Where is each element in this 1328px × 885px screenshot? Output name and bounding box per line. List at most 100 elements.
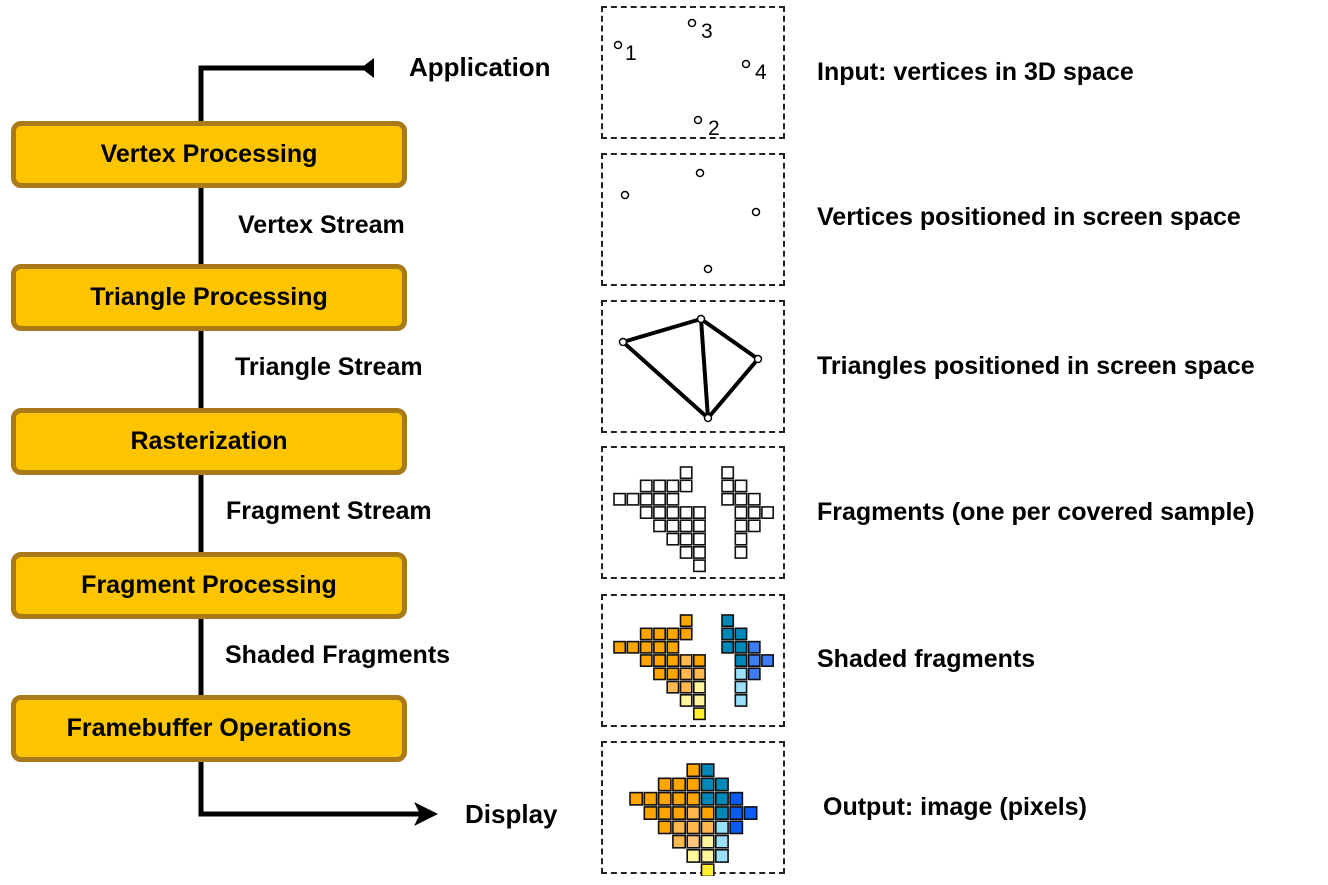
pixel-cell (657, 791, 672, 806)
fragment-cell (693, 546, 706, 559)
fragment-cell (666, 640, 680, 654)
fragment-cell (734, 627, 748, 641)
panel-shaded-fragments (601, 594, 785, 727)
fragment-cell (761, 654, 774, 668)
fragment-cell (721, 479, 735, 493)
fragment-cell (747, 506, 761, 520)
fragment-cell (679, 532, 693, 546)
fragment-cell (666, 532, 680, 546)
pixel-cell (729, 791, 744, 806)
vertex-point (618, 337, 628, 347)
pixel-cell (643, 806, 658, 821)
vertex-point (693, 115, 703, 125)
fragment-cell (721, 492, 735, 506)
pixel-cell (686, 806, 701, 821)
application-label: Application (409, 52, 551, 82)
pixel-cell (700, 806, 715, 821)
fragment-cell (734, 667, 748, 681)
pixel-cell (715, 820, 729, 835)
fragment-cell (693, 694, 706, 707)
pixel-cell (686, 777, 701, 792)
fragment-cell (693, 654, 706, 668)
pixel-cell (700, 791, 715, 806)
pixel-cell (686, 834, 701, 849)
fragment-cell (734, 492, 748, 506)
fragment-cell (734, 694, 748, 707)
fragments-description: Fragments (one per covered sample) (817, 498, 1255, 526)
fragment-cell (734, 479, 748, 493)
fragment-cell (747, 519, 761, 533)
fragment-cell (666, 667, 680, 681)
fragment-cell (721, 640, 735, 654)
panel-output-image (601, 741, 785, 876)
pixel-cell (672, 820, 687, 835)
fragment-cell (679, 546, 693, 559)
fragment-cell (653, 492, 667, 506)
fragment-cell (639, 479, 653, 493)
pixel-cell (700, 820, 715, 835)
pixel-cell (686, 763, 701, 778)
fragment-cell (747, 640, 761, 654)
fragment-cell (734, 640, 748, 654)
fragment-cell (747, 492, 761, 506)
pixel-cell (629, 791, 644, 806)
fragment-cell (747, 667, 761, 681)
fragment-cell (693, 506, 706, 520)
shaded-fragments-label: Shaded Fragments (225, 641, 451, 669)
display-label: Display (465, 799, 558, 829)
stage-fragment-processing: Fragment Processing (11, 552, 407, 619)
fragment-cell (679, 614, 693, 628)
fragment-cell (666, 627, 680, 641)
triangle-edge (622, 317, 702, 344)
stage-triangle-processing: Triangle Processing (11, 264, 407, 331)
fragment-cell (653, 667, 667, 681)
fragment-cell (626, 640, 640, 654)
shaded-description: Shaded fragments (817, 645, 1036, 673)
fragment-cell (653, 519, 667, 533)
fragment-cell (666, 492, 680, 506)
fragment-cell (734, 654, 748, 668)
fragment-cell (734, 546, 748, 559)
fragment-cell (679, 667, 693, 681)
vertex-point (751, 207, 761, 217)
fragment-cell (693, 680, 706, 694)
fragment-cell (679, 506, 693, 520)
vertex-label: 4 (755, 61, 767, 84)
pixel-cell (715, 834, 729, 849)
pixel-cell (729, 806, 744, 821)
vertex-point (687, 18, 697, 28)
triangle-stream-label: Triangle Stream (235, 353, 423, 381)
fragment-cell (639, 627, 653, 641)
vertex-label: 2 (708, 117, 720, 140)
vertex-point (695, 168, 705, 178)
input-description: Input: vertices in 3D space (817, 58, 1134, 86)
vertex-label: 3 (701, 20, 713, 43)
vertex-stream-label: Vertex Stream (238, 211, 405, 239)
fragment-cell (693, 667, 706, 681)
fragment-cell (653, 627, 667, 641)
output-connector (198, 762, 420, 817)
stage-vertex-processing: Vertex Processing (11, 121, 407, 188)
fragment-cell (613, 492, 627, 506)
pixel-cell (657, 820, 672, 835)
pixel-cell (686, 791, 701, 806)
stage-rasterization: Rasterization (11, 408, 407, 475)
panel-input-vertices: 1 2 3 4 (601, 6, 785, 140)
fragment-cell (721, 466, 735, 480)
fragment-cell (679, 466, 693, 480)
fragment-cell (639, 654, 653, 668)
fragment-cell (666, 519, 680, 533)
fragment-cell (639, 492, 653, 506)
pixel-cell (657, 777, 672, 792)
triangle-edge (621, 340, 710, 420)
fragment-cell (679, 519, 693, 533)
fragment-cell (653, 479, 667, 493)
pixel-cell (672, 777, 687, 792)
fragment-cell (734, 532, 748, 546)
fragment-cell (666, 506, 680, 520)
vertices-description: Vertices positioned in screen space (817, 203, 1241, 231)
pixel-cell (700, 863, 715, 876)
triangle-edge (699, 317, 760, 361)
output-arrowhead-icon (414, 802, 438, 826)
